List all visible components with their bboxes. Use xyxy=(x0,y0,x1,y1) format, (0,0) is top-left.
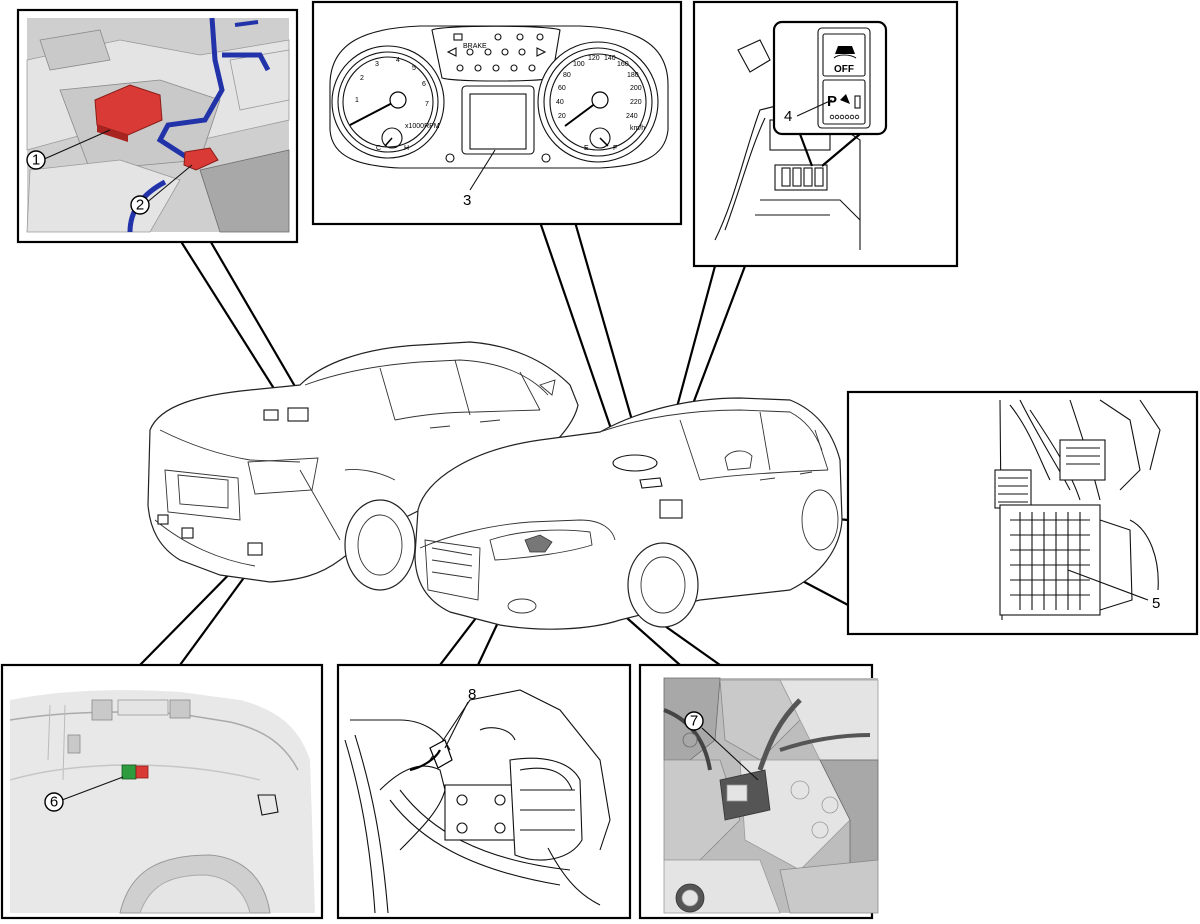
fuel-right: F xyxy=(613,145,617,152)
rpm-tick-7: 7 xyxy=(425,101,429,108)
speed-tick-100: 100 xyxy=(573,61,585,68)
callout-4: 4 xyxy=(784,108,792,125)
callout-8: 8 xyxy=(468,686,476,703)
callout-7: 7 xyxy=(690,713,698,730)
callout-3: 3 xyxy=(463,192,471,209)
speed-tick-200: 200 xyxy=(630,85,642,92)
speed-tick-20: 20 xyxy=(558,113,566,120)
tach-unit: x1000RPM xyxy=(405,123,440,130)
speed-tick-160: 160 xyxy=(617,61,629,68)
rear-car-illustration xyxy=(147,341,579,591)
speed-tick-40: 40 xyxy=(556,99,564,106)
rpm-tick-4: 4 xyxy=(396,57,400,64)
speed-tick-80: 80 xyxy=(563,72,571,79)
panel-instrument-cluster: BRAKE 1 2 3 4 5 6 7 x1000RPM xyxy=(311,0,683,226)
rpm-tick-6: 6 xyxy=(422,81,426,88)
callout-5: 5 xyxy=(1152,595,1160,612)
rpm-tick-5: 5 xyxy=(412,65,416,72)
temp-left: C xyxy=(376,145,381,152)
speed-tick-180: 180 xyxy=(627,72,639,79)
speed-tick-60: 60 xyxy=(558,85,566,92)
speed-tick-140: 140 xyxy=(604,55,616,62)
panel-switch-location: OFF P 4 xyxy=(692,0,959,268)
speed-tick-240: 240 xyxy=(626,113,638,120)
switch-off-label: OFF xyxy=(834,64,854,75)
speed-unit: km/h xyxy=(630,125,645,132)
front-car-illustration xyxy=(414,397,843,630)
panel-rear-bumper: 6 xyxy=(0,663,324,920)
panel-transmission-sensor: 7 xyxy=(638,663,879,920)
speed-tick-120: 120 xyxy=(588,55,600,62)
rpm-tick-2: 2 xyxy=(360,75,364,82)
rpm-tick-3: 3 xyxy=(375,61,379,68)
brake-label: BRAKE xyxy=(463,43,487,50)
callout-2: 2 xyxy=(136,197,144,214)
callout-1: 1 xyxy=(32,152,40,169)
callout-6: 6 xyxy=(50,794,58,811)
panel-engine-harness: 8 xyxy=(336,663,632,920)
switch-park-label: P xyxy=(827,93,837,110)
speed-tick-220: 220 xyxy=(630,99,642,106)
temp-right: H xyxy=(404,145,409,152)
rpm-tick-1: 1 xyxy=(355,97,359,104)
panel-module-location: 1 2 xyxy=(16,8,299,244)
fuel-left: E xyxy=(584,145,589,152)
panel-junction-block: 5 xyxy=(846,390,1199,636)
